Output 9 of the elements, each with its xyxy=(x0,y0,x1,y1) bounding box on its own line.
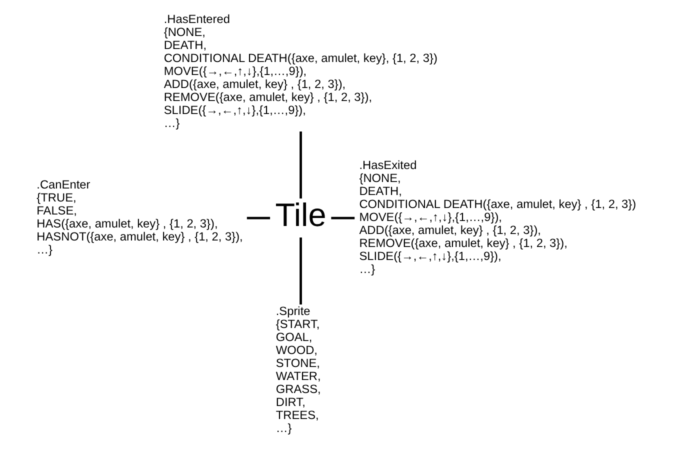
node-text: .HasEntered {NONE, DEATH, CONDITIONAL DEATH({axe, amulet, key}, {1, 2, 3}) MOVE({→,←,↑,↓},{1,…,9}), ADD({axe, amulet, key} , {1, 2, 3}), REMOVE({axe, amulet, key} , {1, 2, 3}), SLIDE({→,←,↑,↓},{1,…,9}), …} xyxy=(164,12,438,130)
connector xyxy=(300,238,302,305)
node-text: Tile xyxy=(275,197,326,234)
node-text: .Sprite {START, GOAL, WOOD, STONE, WATER, GRASS, DIRT, TREES, …} xyxy=(276,304,321,436)
connector xyxy=(246,216,270,220)
connector xyxy=(300,132,302,198)
node-text: .HasExited {NONE, DEATH, CONDITIONAL DEATH({axe, amulet, key} , {1, 2, 3}) MOVE({→,←,↑,↓},{1,…,9}), ADD({axe, amulet, key} , {1, 2, 3}), REMOVE({axe, amulet, key} , {1, 2, 3}), SLIDE({→,←,↑,↓},{1,…,9}), …} xyxy=(359,158,636,276)
connector xyxy=(331,216,355,220)
node-text: .CanEnter {TRUE, FALSE, HAS({axe, amulet, key} , {1, 2, 3}), HASNOT({axe, amulet, key} , {1, 2, 3}), …} xyxy=(36,178,243,257)
